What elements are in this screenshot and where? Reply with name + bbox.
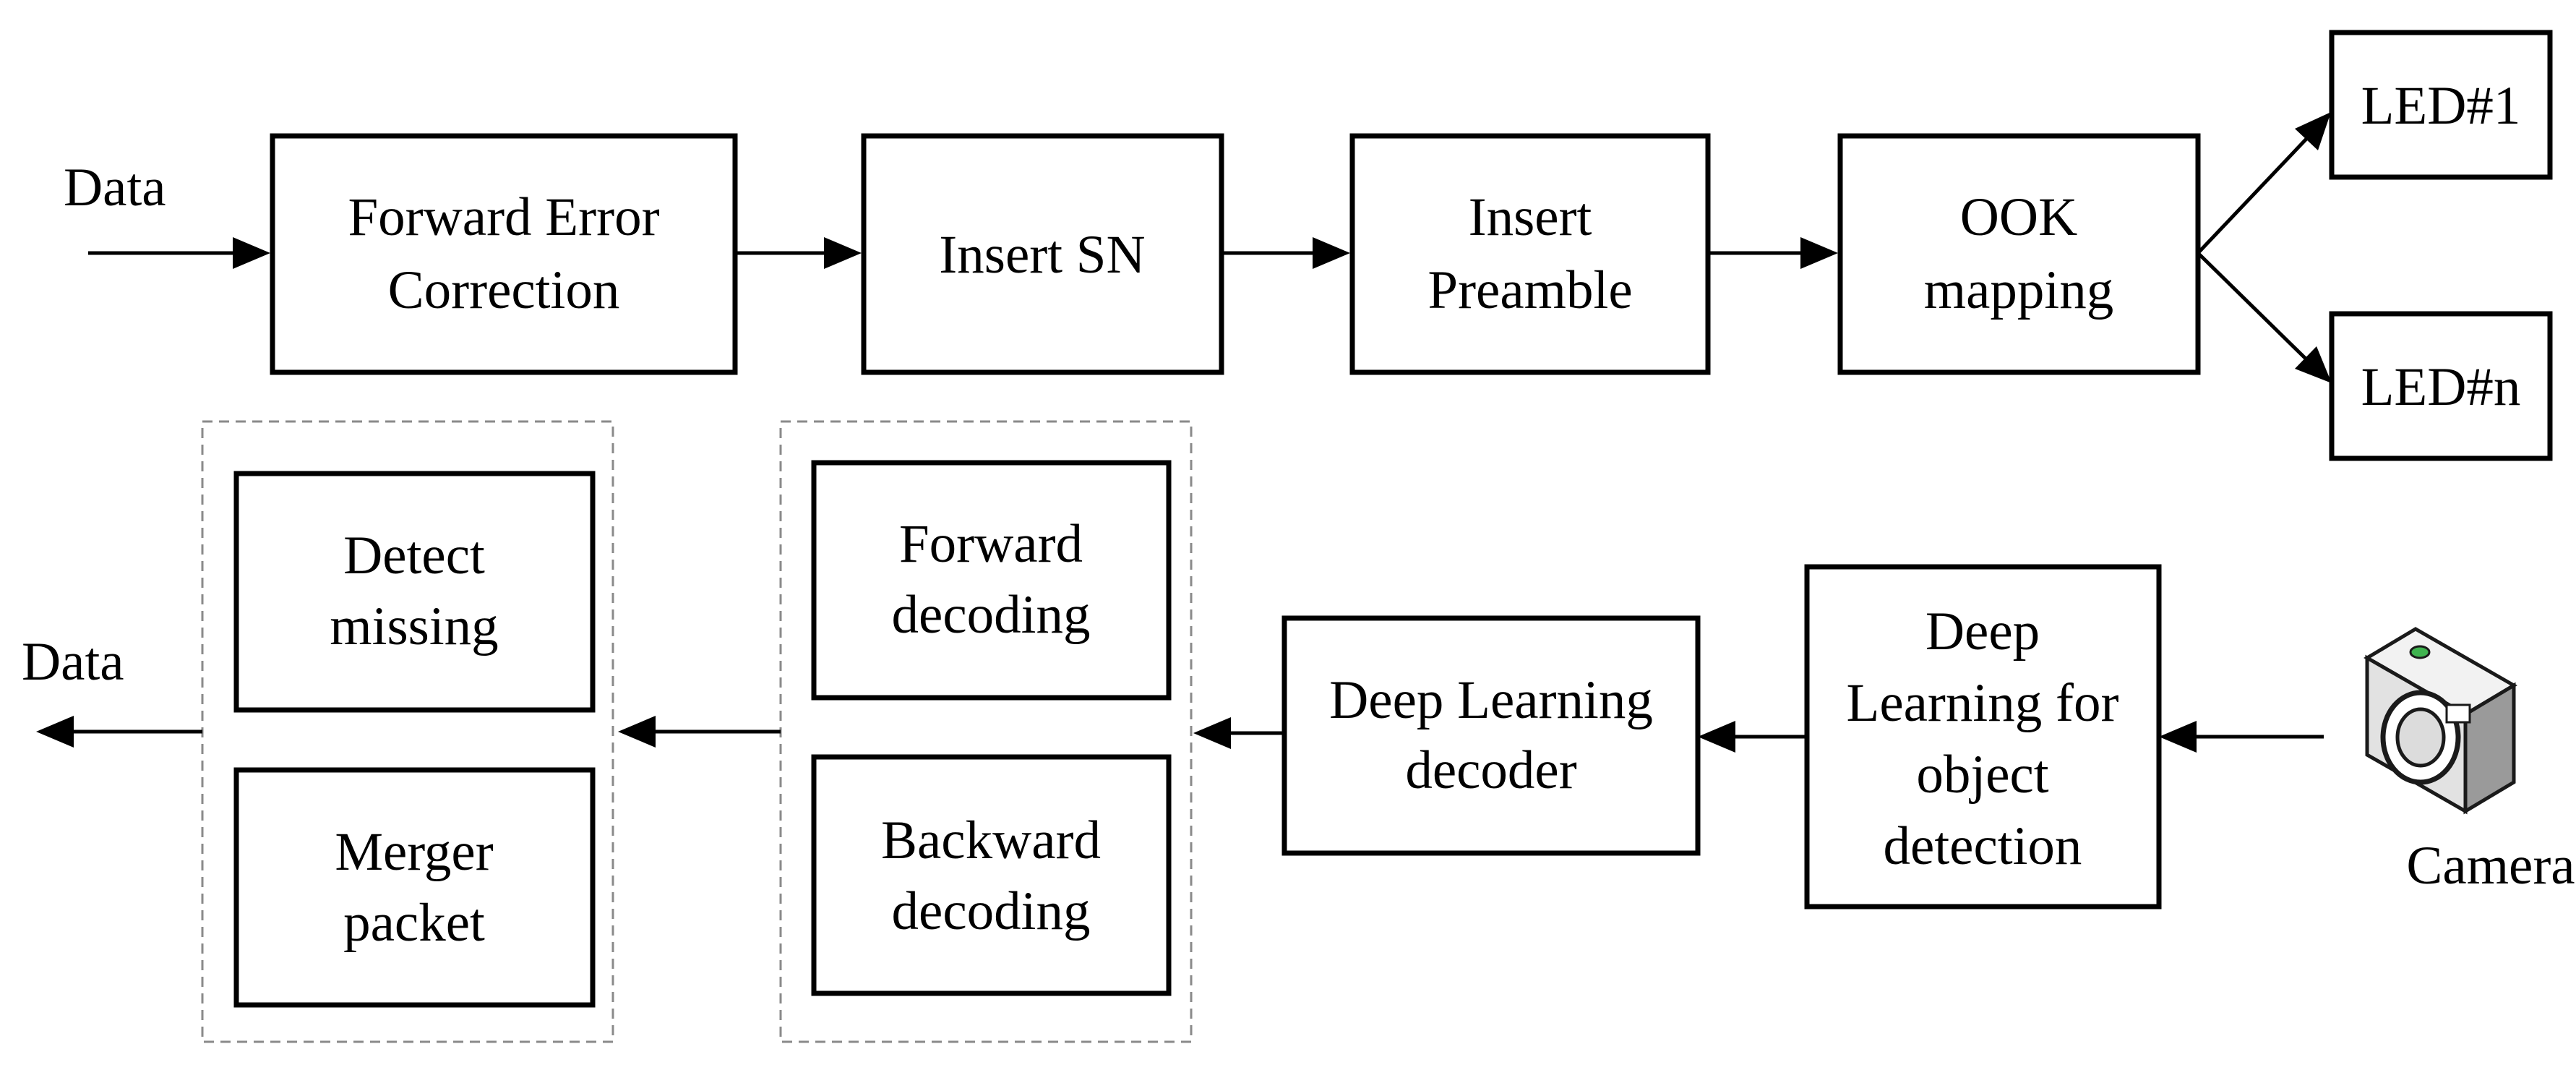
detect-missing-label-line-1: Detect <box>343 526 485 586</box>
camera-label: Camera <box>2406 836 2575 896</box>
insert-preamble-block: Insert Preamble <box>1349 133 1711 375</box>
decoder-to-decoding-group-arrowhead <box>1193 717 1231 749</box>
fec-label-line-1: Forward Error <box>348 187 659 247</box>
insert-sn-block: Insert SN <box>861 133 1224 375</box>
decoding-group: Forward decoding Backward decoding <box>779 420 1193 1043</box>
ook-label-line-1: OOK <box>1960 187 2078 247</box>
backward-decoding-label-line-2: decoding <box>892 881 1091 941</box>
fec-block: Forward Error Correction <box>270 133 738 375</box>
preamble-to-ook-arrowhead <box>1800 237 1838 269</box>
ook-to-ledn-arrowhead <box>2295 346 2332 383</box>
ook-label-line-2: mapping <box>1924 260 2113 320</box>
camera-icon <box>2364 627 2517 815</box>
tx-input-arrowhead <box>233 237 270 269</box>
transmitter-chain: Data Forward Error Correction Insert SN … <box>64 30 2553 461</box>
forward-decoding-label-line-2: decoding <box>892 585 1091 645</box>
detect-missing-block: Detect missing <box>233 471 596 713</box>
merger-packet-block: Merger packet <box>233 767 596 1008</box>
fec-to-sn-arrowhead <box>824 237 862 269</box>
backward-decoding-block: Backward decoding <box>811 754 1172 996</box>
detect-missing-label-line-2: missing <box>330 596 498 656</box>
object-detection-label-line-2: Learning for <box>1847 673 2119 733</box>
sn-to-preamble-arrowhead <box>1313 237 1350 269</box>
merger-packet-label-line-2: packet <box>343 893 485 953</box>
receiver-chain: Camera Deep Learning for object detectio… <box>22 420 2575 1043</box>
object-detection-label-line-3: object <box>1916 745 2048 805</box>
led-n-label: LED#n <box>2361 357 2521 417</box>
detection-to-decoder-arrowhead <box>1698 721 1735 753</box>
output-arrowhead <box>36 716 74 748</box>
object-detection-label-line-1: Deep <box>1925 602 2040 662</box>
dl-decoder-label-line-2: decoder <box>1405 740 1576 800</box>
led-1-label: LED#1 <box>2361 76 2521 136</box>
led-n-block: LED#n <box>2329 311 2553 461</box>
merge-group: Detect missing Merger packet <box>201 420 614 1043</box>
decoding-group-to-merge-group-arrowhead <box>618 716 656 748</box>
insert-sn-label: Insert SN <box>939 225 1145 285</box>
insert-preamble-label-line-1: Insert <box>1469 187 1592 247</box>
insert-preamble-label-line-2: Preamble <box>1427 260 1632 320</box>
fec-label-line-2: Correction <box>388 260 620 320</box>
merger-packet-label-line-1: Merger <box>335 822 493 882</box>
tx-input-data-label: Data <box>64 158 166 218</box>
object-detection-block: Deep Learning for object detection <box>1804 564 2162 910</box>
ook-mapping-block: OOK mapping <box>1837 133 2201 375</box>
forward-decoding-block: Forward decoding <box>811 460 1172 701</box>
rx-output-data-label: Data <box>22 632 124 692</box>
led-1-block: LED#1 <box>2329 30 2553 180</box>
ook-to-led1-arrowhead <box>2295 112 2331 150</box>
object-detection-label-line-4: detection <box>1884 816 2082 876</box>
dl-decoder-block: Deep Learning decoder <box>1281 615 1701 856</box>
dl-decoder-label-line-1: Deep Learning <box>1329 670 1653 730</box>
ook-to-led1-arrow <box>2197 137 2309 254</box>
backward-decoding-label-line-1: Backward <box>881 810 1101 870</box>
ook-to-ledn-arrow <box>2197 252 2309 361</box>
camera-to-detection-arrowhead <box>2159 721 2197 753</box>
forward-decoding-label-line-1: Forward <box>899 514 1083 574</box>
